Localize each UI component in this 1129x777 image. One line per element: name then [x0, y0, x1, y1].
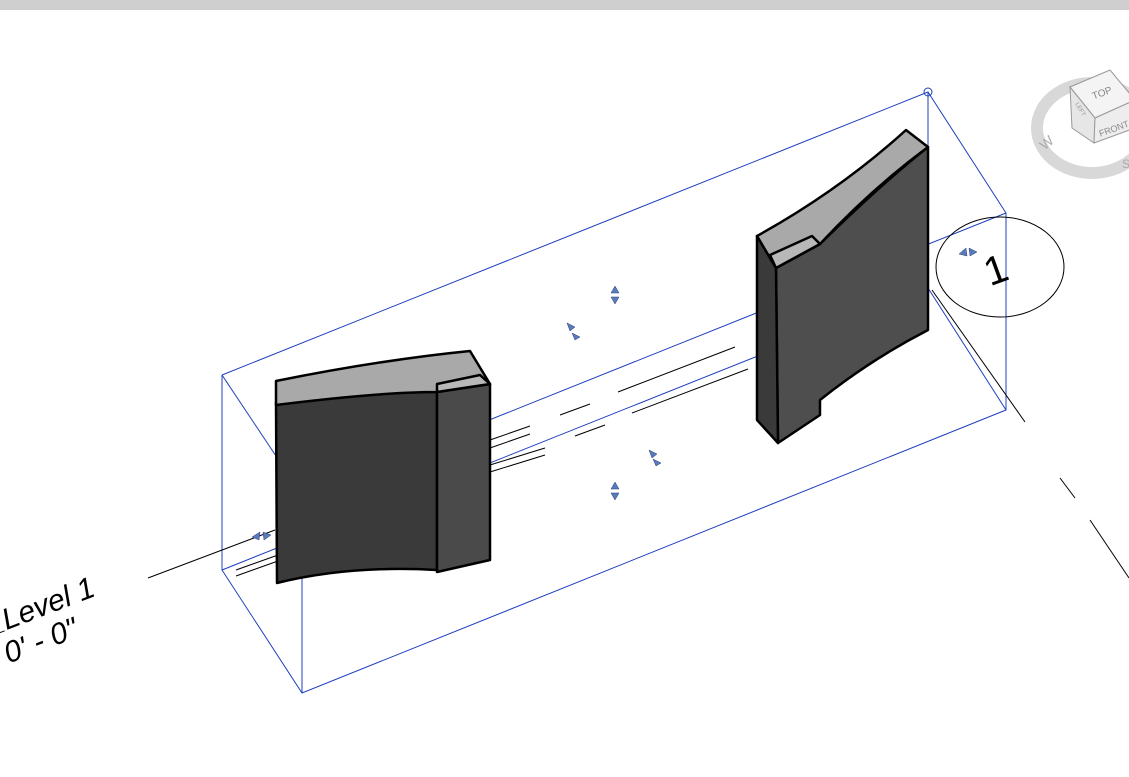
compass-s[interactable]: S [1122, 157, 1129, 171]
control-arrows[interactable] [251, 247, 978, 541]
grid-line[interactable] [931, 289, 1129, 579]
grid-bubble[interactable]: 1 [935, 216, 1065, 318]
hidden-lines [489, 346, 749, 473]
level-label[interactable]: Level 1 0' - 0" [0, 571, 111, 674]
grid-label: 1 [978, 246, 1014, 295]
wall-left[interactable] [274, 349, 492, 585]
viewcube-front-face[interactable] [1093, 100, 1129, 144]
title-bar [0, 0, 1129, 10]
wall-right[interactable] [755, 128, 930, 445]
viewcube[interactable]: W S TOP FRONT LEFT [1031, 69, 1129, 179]
section-box-rotate-handle[interactable] [923, 87, 933, 97]
3d-view-canvas[interactable]: Level 1 0' - 0" 1 [0, 10, 1129, 777]
